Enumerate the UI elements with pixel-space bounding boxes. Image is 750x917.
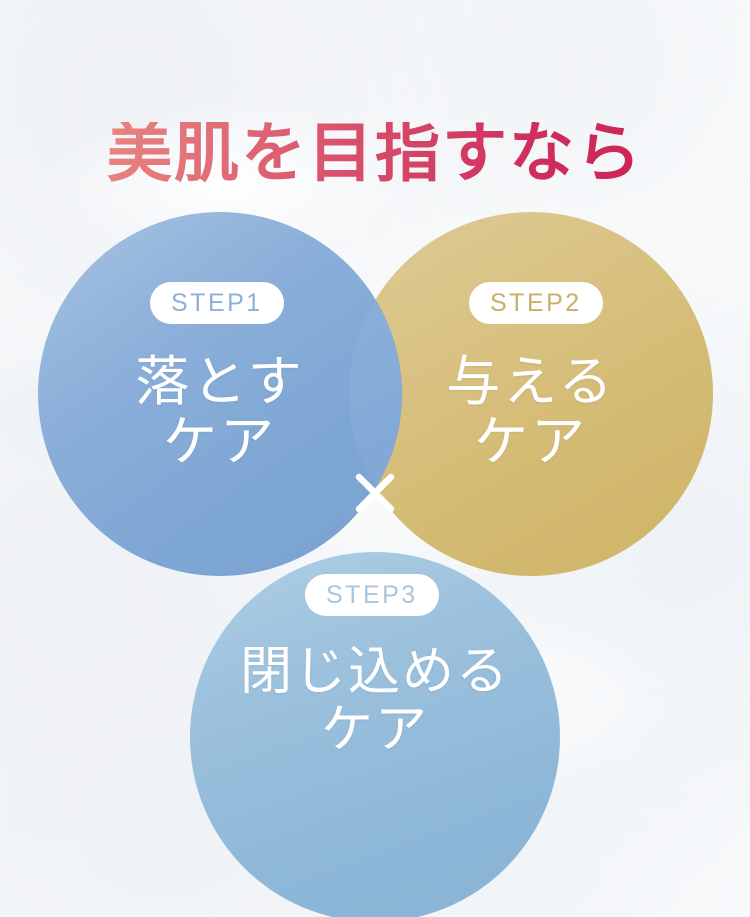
circle-label-step2: 与える ケア (446, 352, 616, 473)
circle-step2 (349, 212, 713, 576)
circle-label-step1: 落とす ケア (135, 352, 305, 473)
badge-step1: STEP1 (150, 282, 284, 324)
circle-label-step3: 閉じ込める ケア (239, 644, 510, 760)
badge-step3: STEP3 (305, 574, 439, 616)
multiply-cross-icon (355, 473, 395, 513)
circle-step1 (38, 212, 402, 576)
page-title: 美肌を目指すなら (0, 121, 750, 187)
badge-step2: STEP2 (469, 282, 603, 324)
